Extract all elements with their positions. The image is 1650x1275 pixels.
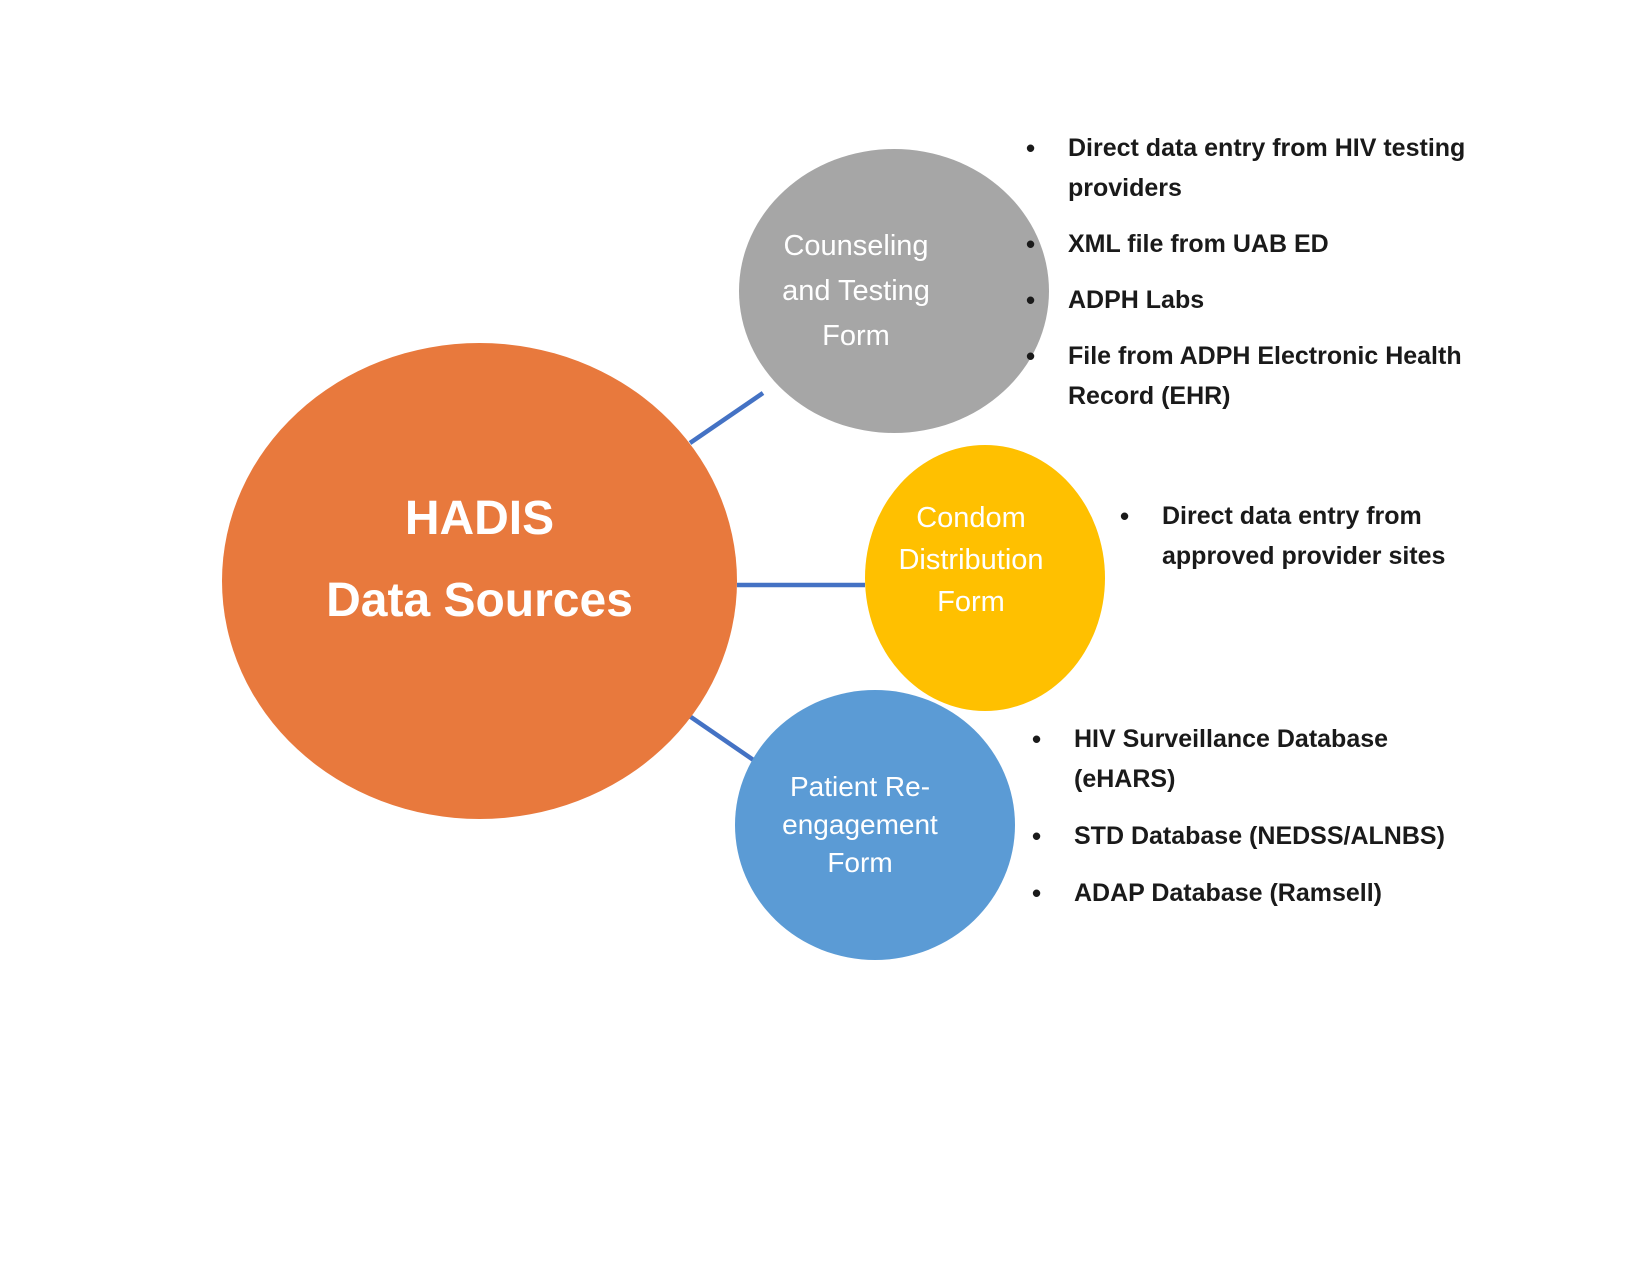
list-item-text: XML file from UAB ED	[1068, 230, 1329, 258]
center-node-hadis: HADIS Data Sources	[222, 343, 737, 819]
list-item-text: HIV Surveillance Database (eHARS)	[1074, 725, 1389, 793]
list-item: • File from ADPH Electronic Health Recor…	[1026, 336, 1526, 416]
bullet-icon: •	[1032, 724, 1042, 754]
list-item-text: File from ADPH Electronic Health Record …	[1068, 342, 1462, 410]
list-item-text: ADAP Database (Ramsell)	[1074, 879, 1382, 907]
list-item: • Direct data entry from HIV testing pro…	[1026, 128, 1526, 208]
center-node-label: HADIS Data Sources	[326, 492, 633, 627]
bullet-icon: •	[1026, 133, 1036, 163]
list-item: • Direct data entry from approved provid…	[1120, 496, 1540, 576]
counseling-sources-list: • Direct data entry from HIV testing pro…	[1026, 128, 1526, 416]
patient-sources-list: • HIV Surveillance Database (eHARS) • ST…	[1032, 719, 1512, 913]
condom-sources-list: • Direct data entry from approved provid…	[1120, 496, 1540, 576]
list-item: • ADPH Labs	[1026, 280, 1526, 320]
bullet-icon: •	[1026, 229, 1036, 259]
connector-center-to-counseling	[688, 391, 765, 445]
node-condom-label: Condom Distribution Form	[898, 502, 1044, 618]
node-condom-distribution-form: Condom Distribution Form	[865, 445, 1105, 711]
node-counseling-label: Counseling and Testing Form	[782, 229, 930, 352]
list-item: • STD Database (NEDSS/ALNBS)	[1032, 816, 1512, 856]
list-item: • HIV Surveillance Database (eHARS)	[1032, 719, 1512, 799]
bullet-icon: •	[1026, 285, 1036, 315]
list-item-text: Direct data entry from approved provider…	[1162, 502, 1446, 570]
bullet-icon: •	[1026, 341, 1036, 371]
bullet-icon: •	[1120, 501, 1130, 531]
list-item-text: STD Database (NEDSS/ALNBS)	[1074, 822, 1445, 850]
node-counseling-testing-form: Counseling and Testing Form	[739, 149, 1049, 433]
node-patient-label: Patient Re- engagement Form	[782, 771, 938, 878]
list-item: • XML file from UAB ED	[1026, 224, 1526, 264]
bullet-icon: •	[1032, 878, 1042, 908]
node-patient-reengagement-form: Patient Re- engagement Form	[735, 690, 1015, 960]
list-item: • ADAP Database (Ramsell)	[1032, 873, 1512, 913]
list-item-text: ADPH Labs	[1068, 286, 1205, 314]
list-item-text: Direct data entry from HIV testing provi…	[1068, 134, 1466, 202]
bullet-icon: •	[1032, 821, 1042, 851]
